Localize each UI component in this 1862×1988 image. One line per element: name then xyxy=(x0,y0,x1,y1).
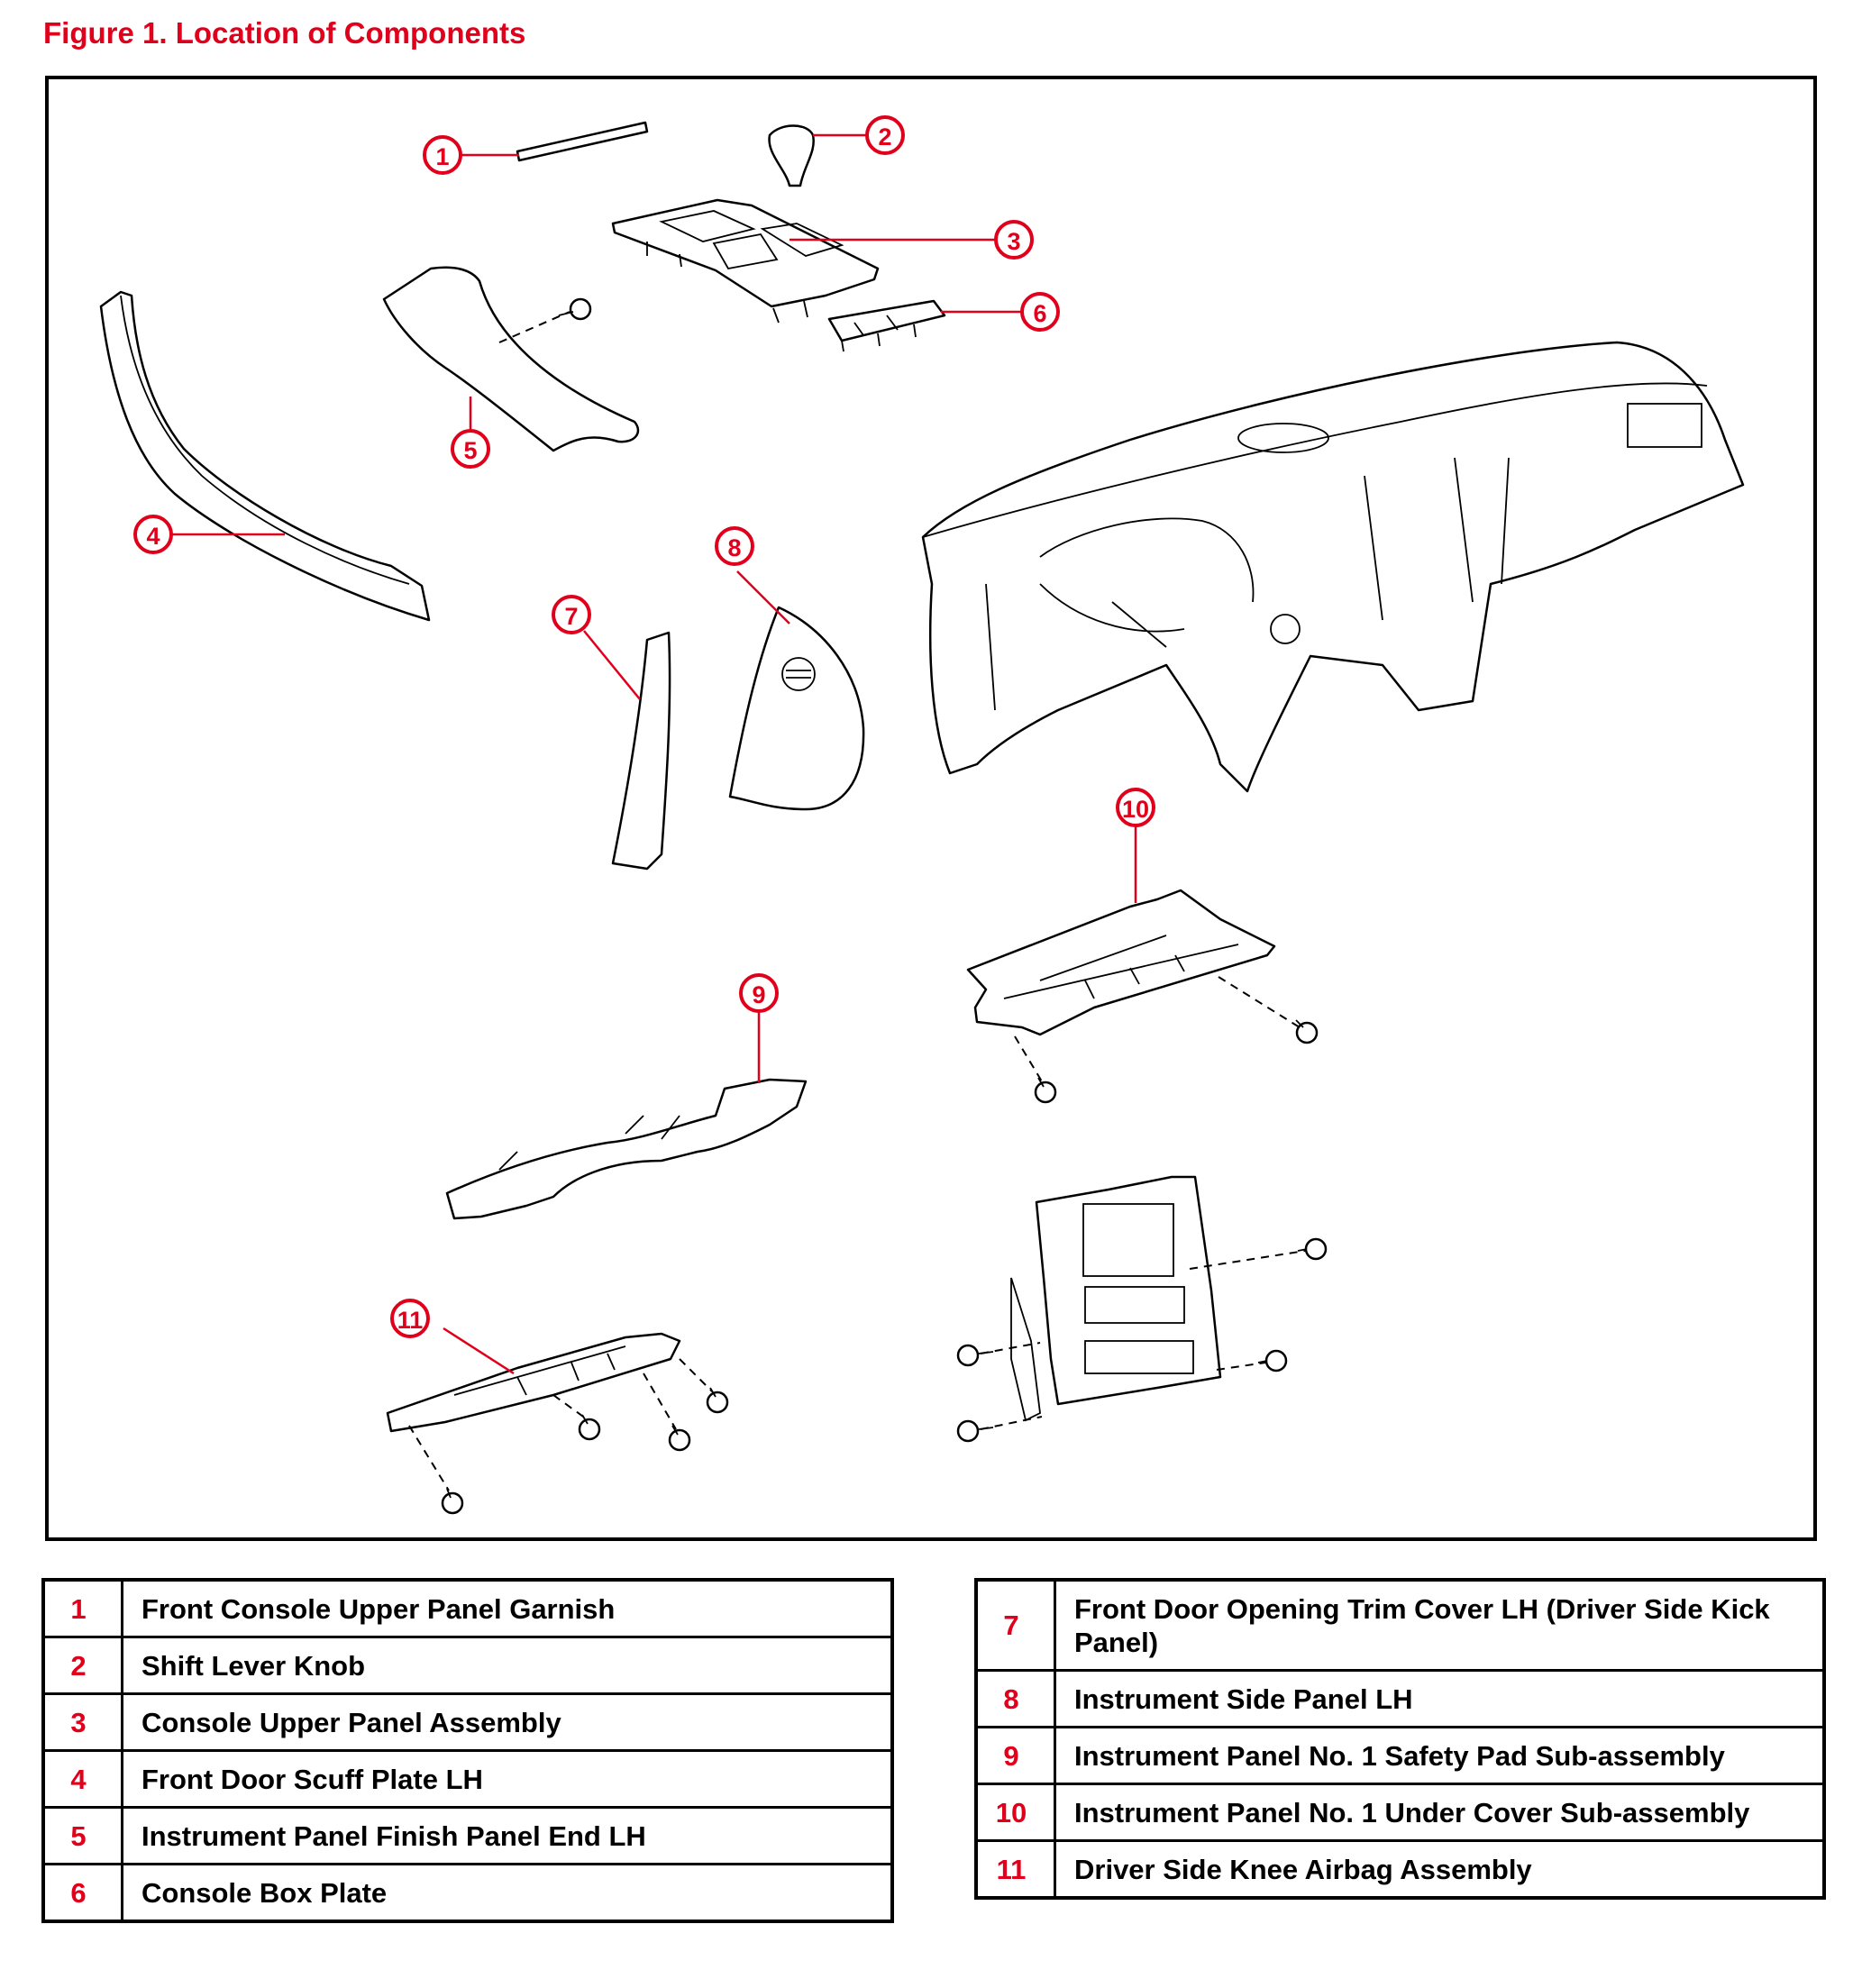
callout-9: 9 xyxy=(739,973,779,1013)
legend-number: 9 xyxy=(974,1726,1056,1785)
part-instrument-panel-finish-panel-end xyxy=(382,266,640,452)
callout-4: 4 xyxy=(133,515,173,554)
screw-icon xyxy=(441,1488,464,1515)
callout-number: 10 xyxy=(1122,796,1149,823)
part-front-console-upper-panel-garnish xyxy=(516,121,649,162)
callout-number: 1 xyxy=(435,143,449,170)
legend-label: Driver Side Knee Airbag Assembly xyxy=(1054,1839,1826,1900)
part-front-door-opening-trim-cover xyxy=(611,631,671,871)
leader-lines xyxy=(171,133,1137,1375)
legend-number: 6 xyxy=(41,1863,123,1923)
legend-number: 1 xyxy=(41,1578,123,1638)
callout-number: 4 xyxy=(146,523,160,550)
screw-icon-group xyxy=(441,297,1328,1515)
screw-icon xyxy=(956,1419,994,1443)
callout-2: 2 xyxy=(865,115,905,155)
legend-number: 2 xyxy=(41,1636,123,1695)
legend-number: 10 xyxy=(974,1783,1056,1842)
callout-8: 8 xyxy=(715,526,754,566)
screw-icon xyxy=(1034,1077,1057,1104)
callout-10: 10 xyxy=(1116,788,1155,827)
legend-label: Console Upper Panel Assembly xyxy=(121,1692,894,1752)
figure-title: Figure 1. Location of Components xyxy=(43,16,526,50)
screw-icon xyxy=(1295,1019,1319,1044)
part-console-box-plate xyxy=(827,299,946,352)
legend-number: 3 xyxy=(41,1692,123,1752)
callout-7: 7 xyxy=(552,595,591,634)
screw-icon xyxy=(1257,1349,1288,1372)
screw-icon xyxy=(668,1425,691,1452)
callout-number: 9 xyxy=(752,981,765,1008)
callout-number: 7 xyxy=(564,603,578,630)
part-console-upper-panel-assembly xyxy=(611,198,880,324)
legend-label: Instrument Panel Finish Panel End LH xyxy=(121,1806,894,1865)
legend-label: Instrument Panel No. 1 Safety Pad Sub-as… xyxy=(1054,1726,1826,1785)
callout-number: 8 xyxy=(727,534,741,561)
callout-number: 2 xyxy=(878,123,891,150)
callout-number: 6 xyxy=(1033,300,1046,327)
legend-number: 8 xyxy=(974,1669,1056,1728)
part-center-display-panel xyxy=(1010,1175,1222,1422)
screw-icon xyxy=(558,297,592,321)
screw-icon xyxy=(1297,1237,1328,1261)
legend-label: Front Door Opening Trim Cover LH (Driver… xyxy=(1054,1578,1826,1672)
legend-number: 7 xyxy=(974,1578,1056,1672)
legend-label: Front Door Scuff Plate LH xyxy=(121,1749,894,1809)
screw-icon xyxy=(706,1387,729,1414)
part-safety-pad-sub-assembly xyxy=(445,1078,808,1220)
legend-number: 11 xyxy=(974,1839,1056,1900)
callout-11: 11 xyxy=(390,1299,430,1338)
part-instrument-side-panel xyxy=(728,606,865,811)
part-shift-lever-knob xyxy=(768,124,815,187)
callout-3: 3 xyxy=(994,220,1034,260)
legend-label: Instrument Side Panel LH xyxy=(1054,1669,1826,1728)
part-knee-airbag-assembly xyxy=(386,1332,681,1433)
legend-label: Instrument Panel No. 1 Under Cover Sub-a… xyxy=(1054,1783,1826,1842)
exploded-view-drawing: 1 2 3 6 5 4 7 8 10 9 11 xyxy=(99,115,1745,1515)
fastener-dashed-lines xyxy=(408,311,1306,1491)
components-diagram: 1 2 3 6 5 4 7 8 10 9 11 xyxy=(45,76,1817,1541)
legend-label: Shift Lever Knob xyxy=(121,1636,894,1695)
callout-6: 6 xyxy=(1020,292,1060,332)
part-front-door-scuff-plate xyxy=(99,290,431,622)
legend-label: Front Console Upper Panel Garnish xyxy=(121,1578,894,1638)
callout-number: 3 xyxy=(1007,228,1020,255)
screw-icon xyxy=(956,1344,994,1367)
callout-5: 5 xyxy=(451,429,490,469)
part-instrument-panel-under-cover xyxy=(966,889,1276,1036)
legend-number: 5 xyxy=(41,1806,123,1865)
screw-icon xyxy=(578,1414,601,1441)
legend-number: 4 xyxy=(41,1749,123,1809)
part-instrument-panel-main xyxy=(921,341,1745,793)
callout-number: 5 xyxy=(463,437,477,464)
callout-1: 1 xyxy=(423,135,462,175)
legend-label: Console Box Plate xyxy=(121,1863,894,1923)
callout-number: 11 xyxy=(397,1307,424,1334)
